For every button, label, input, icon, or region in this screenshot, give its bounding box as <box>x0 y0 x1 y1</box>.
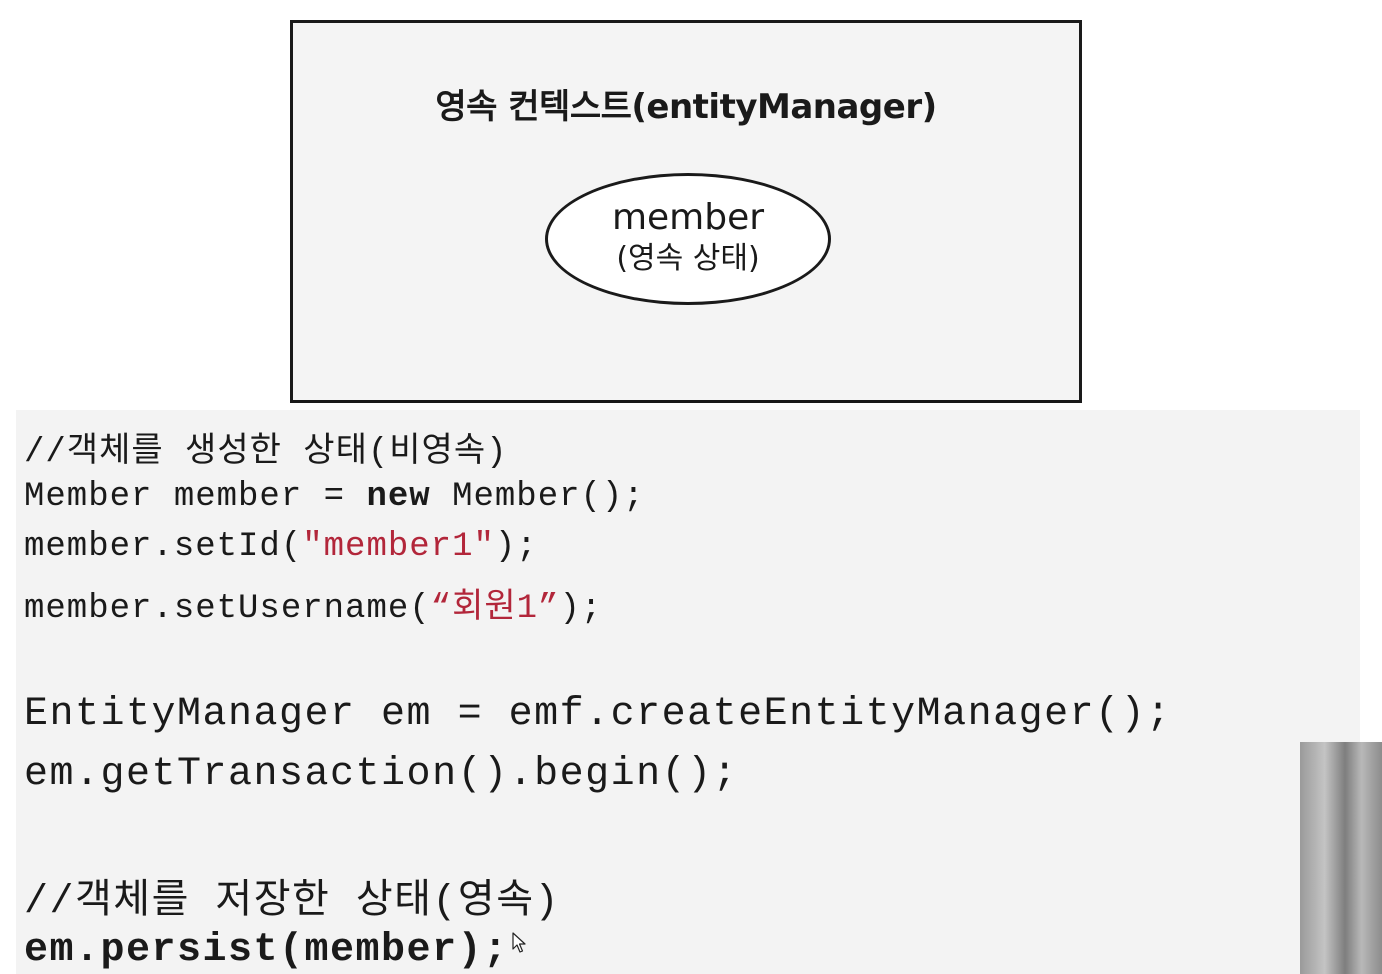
code-line-set-id: member.setId("member1"); <box>24 528 538 566</box>
code-line-set-username: member.setUsername(“회원1”); <box>24 578 602 628</box>
member-entity-ellipse: member (영속 상태) <box>545 173 831 305</box>
code-block: //객체를 생성한 상태(비영속) Member member = new Me… <box>16 410 1360 974</box>
persistence-context-diagram: 영속 컨텍스트(entityManager) member (영속 상태) <box>290 20 1082 403</box>
code-text: member.setUsername( <box>24 590 431 628</box>
code-line-create-em: EntityManager em = emf.createEntityManag… <box>24 692 1172 737</box>
code-text: Member member = <box>24 478 367 516</box>
mouse-cursor-icon <box>512 932 526 953</box>
entity-state: (영속 상태) <box>616 241 760 276</box>
presenter-video-thumbnail <box>1300 742 1382 974</box>
code-keyword-new: new <box>366 478 431 516</box>
code-text: ); <box>559 590 603 628</box>
code-string-literal: “회원1” <box>430 590 560 628</box>
code-string-literal: "member1" <box>302 528 495 566</box>
code-comment-create: //객체를 생성한 상태(비영속) <box>24 434 508 472</box>
diagram-title: 영속 컨텍스트(entityManager) <box>435 87 937 127</box>
entity-name: member <box>611 197 765 238</box>
code-text: ); <box>494 528 538 566</box>
code-text: member.setId( <box>24 528 303 566</box>
code-line-new-member: Member member = new Member(); <box>24 478 645 516</box>
code-line-begin-transaction: em.getTransaction().begin(); <box>24 752 739 797</box>
code-comment-save: //객체를 저장한 상태(영속) <box>24 880 561 925</box>
code-text: Member(); <box>430 478 645 516</box>
code-line-persist: em.persist(member); <box>24 928 509 973</box>
